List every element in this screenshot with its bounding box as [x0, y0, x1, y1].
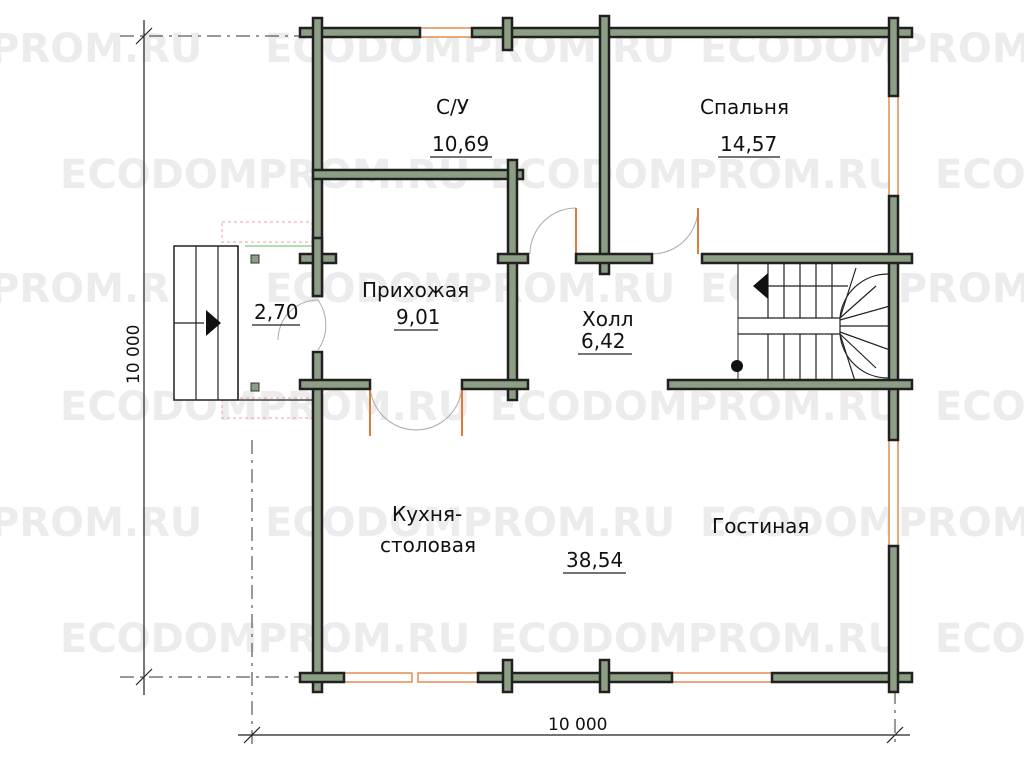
room-area: 14,57: [720, 132, 777, 156]
room-labels: С/У 10,69 Спальня 14,57 Прихожая 9,01 Хо…: [252, 95, 809, 574]
room-area: 38,54: [566, 548, 623, 572]
room-area: 9,01: [396, 305, 441, 329]
room-name: Гостиная: [712, 514, 809, 538]
room-name: Прихожая: [362, 278, 469, 302]
room-name: Кухня-: [392, 502, 462, 526]
room-area: 6,42: [581, 329, 626, 353]
watermark-text: PROM.RU: [0, 26, 202, 72]
dimension-height: 10 000: [124, 325, 144, 384]
watermark-text: ECODOMPROM.RU: [490, 616, 900, 662]
watermark-text: ECODOMPROM.RU: [60, 384, 470, 430]
room-area: 10,69: [432, 132, 489, 156]
watermark-text: ECO: [935, 616, 1024, 662]
arrow-right-icon: [206, 310, 221, 336]
dimension-width: 10 000: [548, 715, 607, 735]
watermark-text: ECODOMPROM.RU: [490, 152, 900, 198]
room-name: Спальня: [700, 95, 789, 119]
dimension-lines: [120, 20, 910, 745]
room-name: С/У: [436, 95, 469, 119]
arrow-left-icon: [753, 273, 768, 299]
watermark-text: PROM.RU: [0, 266, 202, 312]
watermark-text: ECODOMPROM.RU: [265, 266, 675, 312]
watermark-text: ECO: [935, 384, 1024, 430]
watermark-text: ECO: [935, 152, 1024, 198]
room-name: Холл: [582, 307, 634, 331]
room-name: столовая: [380, 533, 476, 557]
staircase: [731, 261, 895, 385]
porch-steps: [173, 221, 313, 419]
watermark-text: PROM.RU: [0, 500, 202, 546]
watermark-text: ECODOMPROM.RU: [490, 384, 900, 430]
porch-post: [250, 382, 260, 392]
watermark-text: ECODOMPROM.RU: [265, 500, 675, 546]
walls: [298, 14, 914, 694]
watermark-text: ECODOMPROM.RU: [60, 616, 470, 662]
stair-start-dot: [731, 360, 743, 372]
watermark-text: ECODOMPROM.RU: [700, 500, 1024, 546]
doors: [277, 207, 699, 436]
porch-post: [250, 254, 260, 264]
porch-area: 2,70: [254, 300, 299, 324]
